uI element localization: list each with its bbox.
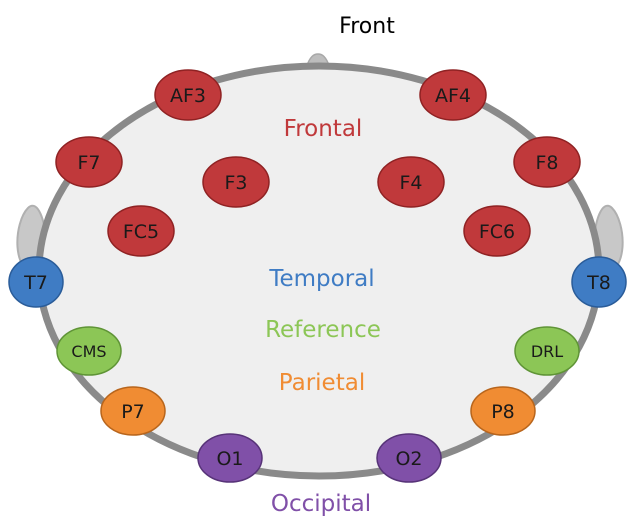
electrode-f8: F8	[513, 136, 581, 188]
electrode-f7: F7	[55, 136, 123, 188]
electrode-f4: F4	[377, 156, 445, 208]
electrode-o2: O2	[376, 433, 442, 483]
region-label-occipital: Occipital	[271, 491, 371, 517]
electrode-label: FC6	[479, 221, 515, 243]
front-label: Front	[339, 14, 395, 39]
electrode-t7: T7	[8, 256, 64, 308]
electrode-label: AF4	[435, 85, 471, 107]
electrode-af4: AF4	[419, 69, 487, 121]
electrode-label: O1	[216, 448, 243, 470]
electrode-label: AF3	[170, 85, 206, 107]
electrode-af3: AF3	[154, 69, 222, 121]
electrode-f3: F3	[202, 156, 270, 208]
electrode-label: DRL	[531, 342, 563, 361]
electrode-label: T8	[586, 272, 611, 294]
electrode-label: P8	[491, 401, 515, 423]
region-label-parietal: Parietal	[279, 370, 365, 396]
electrode-label: O2	[395, 448, 422, 470]
electrode-label: F8	[535, 152, 558, 174]
electrode-label: CMS	[71, 342, 106, 361]
region-label-temporal: Temporal	[268, 266, 374, 292]
electrode-label: T7	[23, 272, 48, 294]
electrode-label: F3	[224, 172, 247, 194]
electrode-t8: T8	[571, 256, 627, 308]
electrode-p7: P7	[100, 386, 166, 436]
region-label-reference: Reference	[265, 317, 381, 343]
electrode-label: P7	[121, 401, 145, 423]
electrode-p8: P8	[470, 386, 536, 436]
region-label-frontal: Frontal	[284, 116, 363, 142]
electrode-drl: DRL	[514, 326, 580, 376]
electrode-fc6: FC6	[463, 205, 531, 257]
electrode-fc5: FC5	[107, 205, 175, 257]
electrode-label: F4	[399, 172, 422, 194]
electrode-o1: O1	[197, 433, 263, 483]
electrode-label: FC5	[123, 221, 159, 243]
electrode-cms: CMS	[56, 326, 122, 376]
electrode-label: F7	[77, 152, 100, 174]
